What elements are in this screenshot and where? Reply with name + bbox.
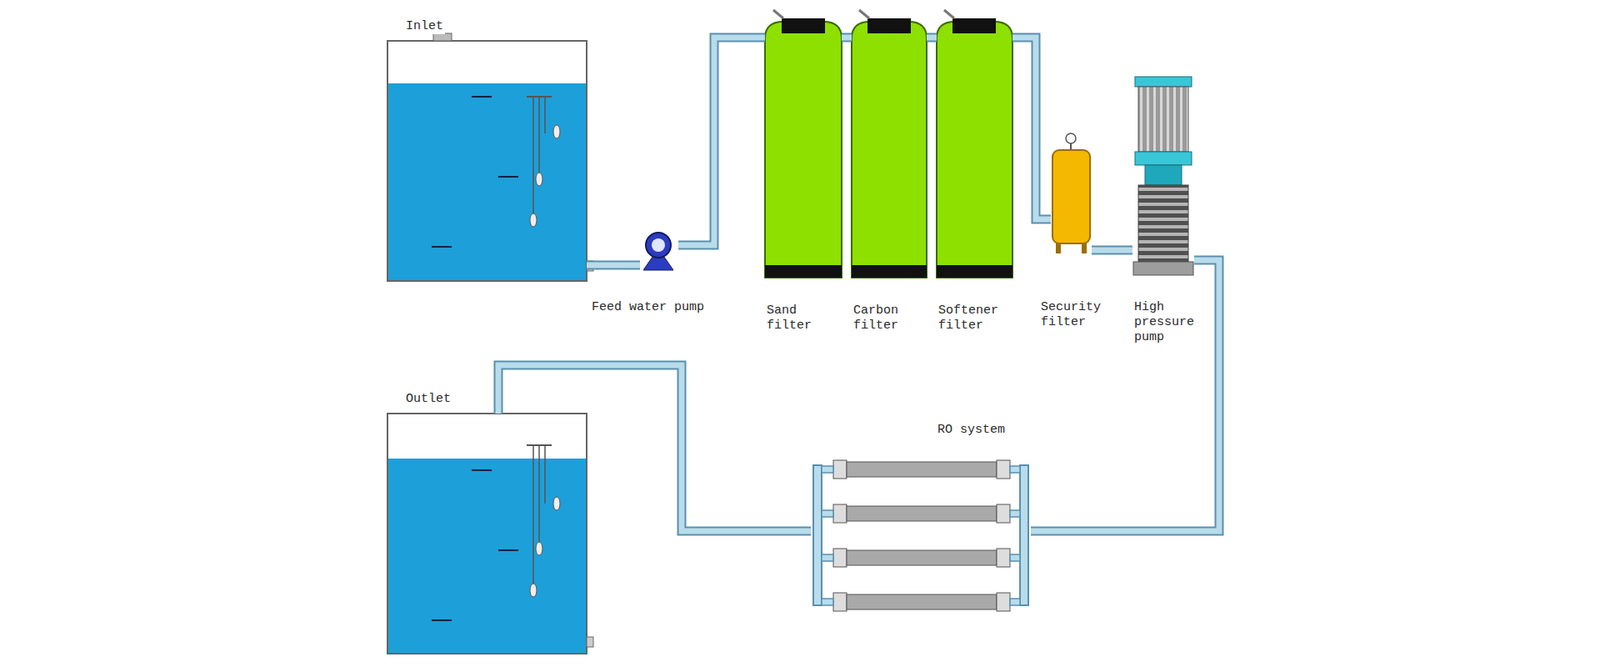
pipe-wall [1012, 37, 1051, 220]
inlet-tank [387, 33, 594, 281]
component-label: RO system [935, 422, 1007, 438]
security-filter [1052, 133, 1090, 254]
pipe-core [1091, 247, 1133, 254]
water-pipe [678, 37, 765, 245]
ro-system-node: RO system [810, 449, 1031, 623]
pipe-core [586, 262, 640, 269]
component-label: Outlet [404, 391, 453, 407]
inlet-tank-node: Inlet [387, 40, 587, 281]
security-filter-node: Security filter [1050, 133, 1092, 255]
pipe-core [678, 37, 765, 245]
pipe-wall [926, 33, 937, 43]
water-pipe [1091, 250, 1133, 251]
component-label: Sand filter [765, 303, 845, 334]
high-pressure-pump [1133, 76, 1194, 275]
pipe-wall [586, 260, 640, 270]
component-label: High pressure pump [1132, 300, 1206, 345]
softener-filter-node: Softener filter [936, 20, 1013, 278]
pipe-core [498, 365, 811, 531]
component-label: Softener filter [936, 303, 1017, 334]
pipe-wall [1030, 260, 1220, 531]
outlet-tank [387, 413, 594, 654]
pipe-wall [1091, 245, 1133, 255]
pipe-core [926, 35, 937, 41]
water-pipe [586, 265, 640, 266]
component-label: Feed water pump [590, 300, 706, 315]
outlet-tank-node: Outlet [387, 413, 587, 654]
water-pipe [498, 365, 811, 531]
media-filters [765, 10, 1013, 278]
pipe-core [841, 35, 852, 41]
pipe-wall [841, 33, 852, 43]
component-label: Carbon filter [851, 303, 932, 334]
carbon-filter-node: Carbon filter [851, 20, 927, 278]
water-pipe [1012, 37, 1051, 220]
pipe-wall [678, 37, 765, 245]
sand-filter-node: Sand filter [765, 20, 842, 278]
pipe-core [1030, 260, 1220, 531]
high-pressure-pump-node: High pressure pump [1132, 76, 1195, 275]
water-pipe [1030, 260, 1220, 531]
water-pipe [841, 37, 852, 39]
pipe-core [1012, 37, 1051, 220]
feed-pump-node: Feed water pump [640, 225, 679, 272]
water-pipe [926, 37, 937, 39]
pipe-wall [498, 365, 811, 531]
feed-pump [643, 232, 674, 270]
component-label: Security filter [1039, 300, 1111, 330]
ro-membranes [813, 460, 1029, 611]
component-label: Inlet [404, 19, 445, 35]
